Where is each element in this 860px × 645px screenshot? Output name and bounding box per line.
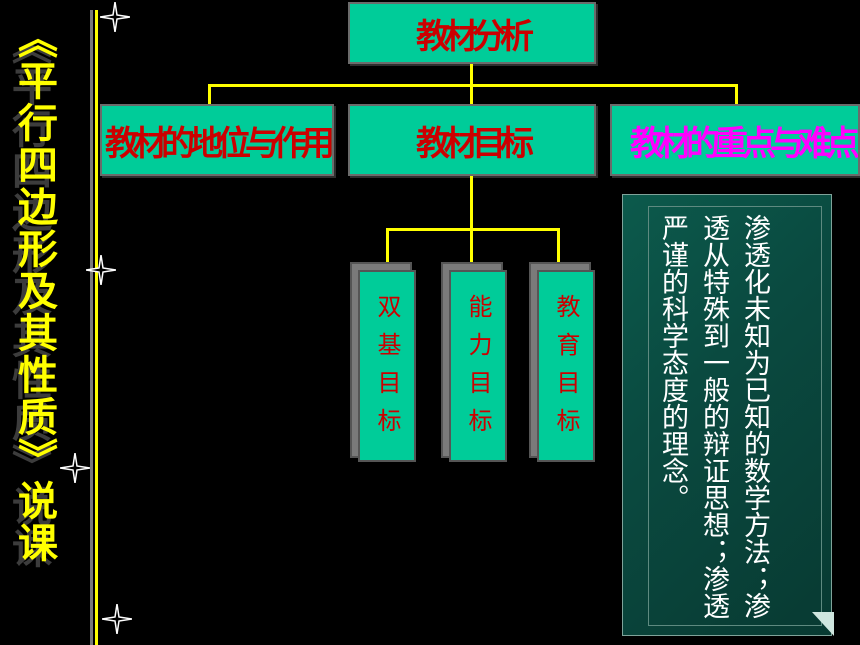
connector xyxy=(557,228,560,268)
note-text: 渗透化未知为已知的数学方法；渗透从特殊到一般的辩证思想；渗透严谨的科学态度的理念… xyxy=(657,214,770,619)
target-label: 双基目标 xyxy=(373,294,401,446)
connector xyxy=(386,228,389,268)
box-label: 教材的重点与难点 xyxy=(630,123,858,164)
slide-title: 《平行四边形及其性质》说课 xyxy=(11,18,58,564)
title-shadow: 《平行四边形及其性质》说课 xyxy=(5,24,52,570)
sparkle-star-icon xyxy=(100,2,130,32)
connector xyxy=(735,84,738,104)
divider-line-yellow xyxy=(95,10,98,645)
box-teaching-goals: 教材目标 xyxy=(348,104,596,176)
sparkle-star-icon xyxy=(102,604,132,634)
sparkle-star-icon xyxy=(86,255,116,285)
box-position-role: 教材的地位与作用 xyxy=(100,104,334,176)
box-textbook-analysis: 教材分析 xyxy=(348,2,596,64)
box-key-difficult-points: 教材的重点与难点 xyxy=(610,104,860,176)
note-panel xyxy=(622,194,832,636)
connector xyxy=(470,84,473,104)
box-ability-goals: 能力目标 xyxy=(449,270,507,462)
divider-line-gray xyxy=(90,10,93,645)
connector xyxy=(208,84,211,104)
connector xyxy=(470,228,473,268)
connector xyxy=(208,84,738,87)
target-label: 教育目标 xyxy=(552,294,580,446)
box-label: 教材目标 xyxy=(416,123,534,164)
connector xyxy=(386,228,560,231)
box-label: 教材分析 xyxy=(416,16,534,57)
page-curl-corner xyxy=(812,612,834,636)
connector xyxy=(470,64,473,86)
box-education-goals: 教育目标 xyxy=(537,270,595,462)
sparkle-star-icon xyxy=(60,453,90,483)
target-label: 能力目标 xyxy=(464,294,492,446)
connector xyxy=(470,176,473,230)
box-basic-goals: 双基目标 xyxy=(358,270,416,462)
note-panel-border xyxy=(648,206,822,626)
box-label: 教材的地位与作用 xyxy=(105,123,332,164)
